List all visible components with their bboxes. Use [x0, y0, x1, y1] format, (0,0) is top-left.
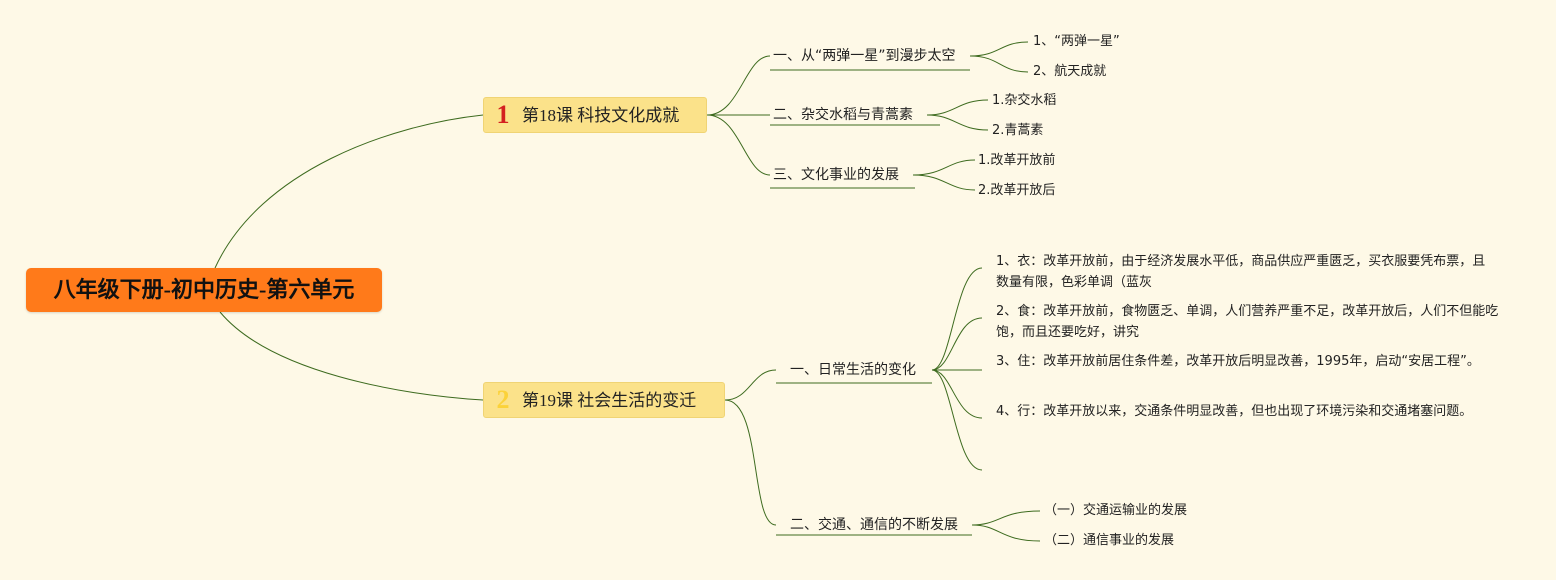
- section-item[interactable]: 1.改革开放前: [978, 153, 1056, 168]
- connector-item: [931, 317, 983, 371]
- connector-item: [912, 174, 976, 191]
- section-item[interactable]: 2、航天成就: [1033, 64, 1107, 79]
- section-item[interactable]: 1.杂交水稻: [992, 93, 1057, 108]
- section-title[interactable]: 一、日常生活的变化: [790, 362, 916, 378]
- section-item[interactable]: （一）交通运输业的发展: [1044, 503, 1188, 518]
- connector-item: [912, 159, 976, 176]
- connector-item: [969, 41, 1029, 57]
- section-title[interactable]: 二、交通、通信的不断发展: [790, 517, 958, 533]
- lesson-title: 第19课 社会生活的变迁: [522, 390, 697, 410]
- connector-item: [971, 524, 1041, 542]
- section-title[interactable]: 二、杂交水稻与青蒿素: [773, 107, 913, 123]
- connector-lesson-1-section-1: [706, 55, 771, 116]
- detail-item-housing[interactable]: 3、住：改革开放前居住条件差，改革开放后明显改善，1995年，启动“安居工程”。: [996, 354, 1480, 369]
- connector-lesson-2-section-2: [724, 399, 777, 526]
- connector-lesson-1-section-3: [706, 114, 771, 176]
- connector-item: [969, 55, 1029, 73]
- root-title: 八年级下册-初中历史-第六单元: [53, 277, 355, 302]
- root-node[interactable]: 八年级下册-初中历史-第六单元: [26, 268, 382, 312]
- section-item[interactable]: 2.改革开放后: [978, 183, 1056, 198]
- connector-item: [971, 510, 1041, 526]
- priority-2-icon: 2: [496, 385, 510, 414]
- section-item[interactable]: 1、“两弹一星”: [1033, 34, 1120, 49]
- connector-root-lesson-1: [214, 114, 484, 269]
- connector-item: [931, 369, 983, 471]
- connector-item: [926, 114, 989, 131]
- section-item[interactable]: 2.青蒿素: [992, 123, 1044, 138]
- section-item[interactable]: （二）通信事业的发展: [1044, 533, 1175, 548]
- detail-item-food[interactable]: 2、食：改革开放前，食物匮乏、单调，人们营养严重不足，改革开放后，人们不但能吃饱…: [996, 304, 1499, 340]
- connector-item: [926, 99, 989, 116]
- section-title[interactable]: 一、从“两弹一星”到漫步太空: [773, 48, 956, 64]
- lesson-19-node[interactable]: 2 第19课 社会生活的变迁: [483, 382, 725, 418]
- connector-item: [931, 369, 983, 419]
- connector-item: [931, 267, 983, 371]
- lesson-18-node[interactable]: 1 第18课 科技文化成就: [483, 97, 707, 133]
- section-title[interactable]: 三、文化事业的发展: [773, 167, 899, 183]
- priority-1-icon: 1: [496, 100, 510, 129]
- connector-root-lesson-2: [219, 311, 484, 401]
- detail-item-clothing[interactable]: 1、衣：改革开放前，由于经济发展水平低，商品供应严重匮乏，买衣服要凭布票，且数量…: [996, 254, 1486, 290]
- detail-item-transport[interactable]: 4、行：改革开放以来，交通条件明显改善，但也出现了环境污染和交通堵塞问题。: [996, 404, 1473, 419]
- lesson-title: 第18课 科技文化成就: [522, 105, 680, 125]
- connector-lesson-2-section-1: [724, 369, 777, 401]
